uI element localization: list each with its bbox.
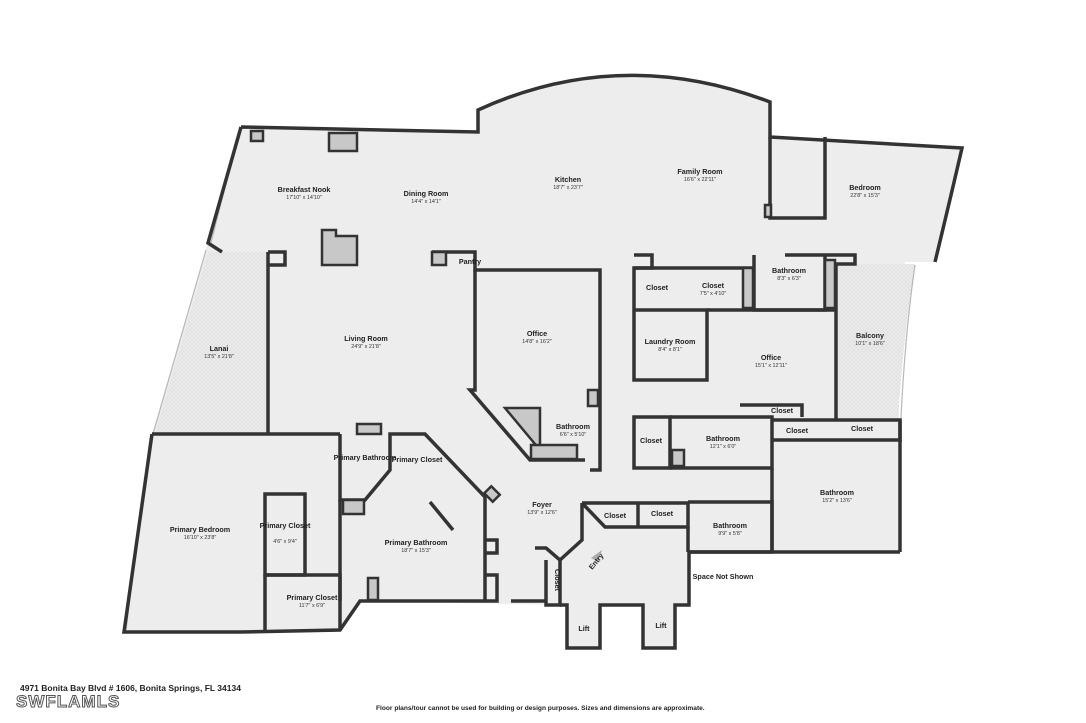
bathroom-e-dim: 9'9" x 5'8": [718, 531, 742, 537]
balcony-area: [836, 264, 915, 420]
breakfast-nook-dim: 17'10" x 14'10": [286, 195, 322, 201]
closet-g-name: Closet: [604, 511, 627, 520]
office-b-name: Office: [761, 353, 781, 362]
disclaimer: Floor plans/tour cannot be used for buil…: [376, 705, 705, 712]
glass-wall-balcony: [899, 264, 916, 441]
dining-room-name: Dining Room: [404, 189, 449, 198]
bathroom-d-name: Bathroom: [820, 488, 854, 497]
lift-a-name: Lift: [578, 624, 590, 633]
living-room-name: Living Room: [344, 334, 388, 343]
laundry-room-name: Laundry Room: [645, 337, 696, 346]
kitchen-name: Kitchen: [555, 175, 581, 184]
fixtures: [249, 129, 837, 602]
glass-wall-lanai: [152, 249, 207, 435]
laundry-room-dim: 8'4" x 8'1": [658, 347, 682, 353]
office-a-dim: 14'8" x 16'2": [522, 339, 552, 345]
closet-c-name: Closet: [771, 406, 794, 415]
space-not-shown-name: Space Not Shown: [693, 572, 754, 581]
lanai-dim: 13'5" x 21'8": [204, 354, 234, 360]
closet-a-name: Closet: [646, 283, 669, 292]
bathroom-b-dim: 6'6" x 5'10": [560, 432, 587, 438]
bathroom-a-name: Bathroom: [772, 266, 806, 275]
floor-main: [124, 75, 962, 649]
primary-bedroom-name: Primary Bedroom: [170, 525, 230, 534]
primary-closet-a-name: Primary Closet: [392, 455, 443, 464]
balcony-dim: 10'1" x 18'6": [855, 341, 885, 347]
bathroom-d-dim: 15'2" x 13'6": [822, 498, 852, 504]
primary-closet-b-dim: 4'6" x 9'4": [273, 539, 297, 545]
dining-room-dim: 14'4" x 14'1": [411, 199, 441, 205]
pantry-name: Pantry: [459, 257, 481, 266]
bathroom-a-dim: 8'3" x 6'3": [777, 276, 801, 282]
primary-closet-c-name: Primary Closet: [287, 593, 338, 602]
primary-bathroom-b-name: Primary Bathroom: [385, 538, 448, 547]
watermark: SWFLAMLS: [15, 692, 121, 712]
foyer-name: Foyer: [532, 500, 552, 509]
bedroom-dim: 22'8" x 15'3": [850, 193, 880, 199]
closet-b-dim: 7'5" x 4'10": [700, 291, 727, 297]
family-room-name: Family Room: [677, 167, 722, 176]
closet-d-name: Closet: [786, 426, 809, 435]
closet-f-name: Closet: [640, 436, 663, 445]
family-room-dim: 16'6" x 22'11": [684, 177, 716, 183]
lift-b-name: Lift: [655, 621, 667, 630]
primary-bathroom-b-dim: 18'7" x 15'3": [401, 548, 431, 554]
bathroom-b-name: Bathroom: [556, 422, 590, 431]
lift-area-a: [567, 605, 600, 648]
interior-walls: [152, 137, 902, 632]
lanai-area: [155, 252, 268, 434]
bathroom-c-dim: 12'1" x 6'0": [710, 444, 737, 450]
bedroom-name: Bedroom: [849, 183, 881, 192]
breakfast-nook-name: Breakfast Nook: [278, 185, 331, 194]
balcony-name: Balcony: [856, 331, 884, 340]
primary-closet-b-name: Primary Closet: [260, 521, 311, 530]
bathroom-e-name: Bathroom: [713, 521, 747, 530]
closet-b-name: Closet: [702, 281, 725, 290]
closet-e-name: Closet: [851, 424, 874, 433]
bathroom-c-name: Bathroom: [706, 434, 740, 443]
kitchen-dim: 18'7" x 23'7": [553, 185, 583, 191]
primary-closet-c-dim: 11'7" x 6'9": [299, 603, 325, 609]
foyer-dim: 13'9" x 12'6": [527, 510, 557, 516]
lanai-name: Lanai: [210, 344, 229, 353]
primary-bedroom-dim: 16'10" x 23'8": [184, 535, 217, 541]
room-labels: Breakfast Nook 17'10" x 14'10" Dining Ro…: [170, 167, 885, 633]
primary-bathroom-a-name: Primary Bathroom: [334, 453, 397, 462]
closet-h-name: Closet: [651, 509, 674, 518]
closet-i-name: Closet: [553, 569, 562, 592]
office-b-dim: 15'1" x 12'11": [755, 363, 787, 369]
office-a-name: Office: [527, 329, 547, 338]
living-room-dim: 24'9" x 21'8": [351, 344, 381, 350]
property-address: 4971 Bonita Bay Blvd # 1606, Bonita Spri…: [20, 683, 241, 693]
